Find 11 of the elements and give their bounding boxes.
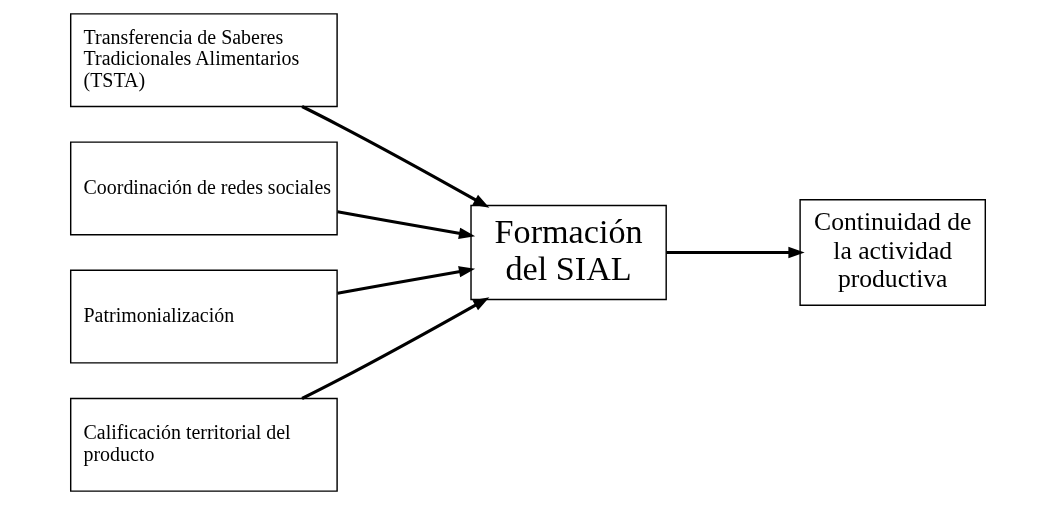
node-box: Patrimonialización xyxy=(69,269,338,364)
arrow xyxy=(300,105,489,208)
node-box: Transferencia de Saberes Tradicionales Alimentarios (TSTA) xyxy=(69,13,338,108)
arrow xyxy=(665,246,805,259)
arrow xyxy=(336,210,475,239)
node-box: Coordinación de redes sociales xyxy=(69,141,338,236)
node-box: Calificación territorial del producto xyxy=(69,397,338,492)
arrow xyxy=(336,266,475,295)
node-box: Formación del SIAL xyxy=(469,204,667,301)
node-box: Continuidad de la actividad productiva xyxy=(798,199,986,306)
arrow xyxy=(300,297,489,400)
